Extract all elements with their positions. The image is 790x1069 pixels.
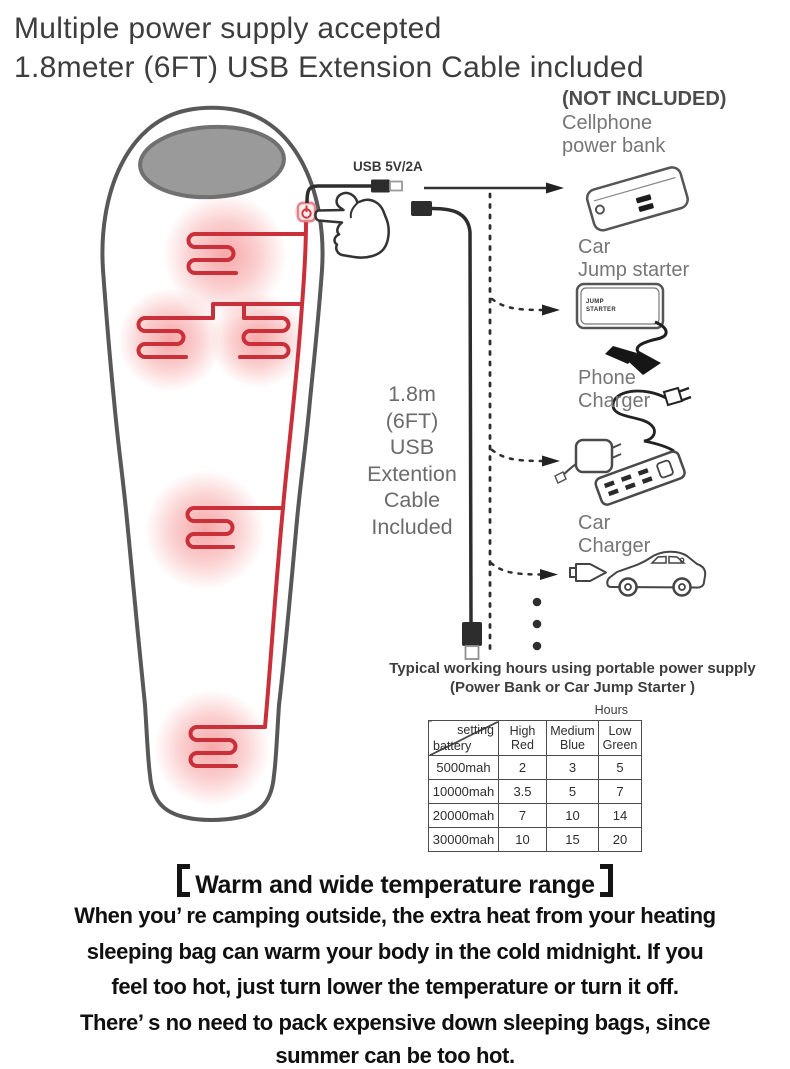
car-charger-label-line1: Car bbox=[578, 512, 611, 534]
car-charger-label: Car Charger bbox=[578, 512, 650, 558]
description-line: There’ s no need to pack expensive down … bbox=[79, 1009, 711, 1035]
wire-row2 bbox=[211, 302, 304, 320]
working-hours-table: setting battery High Red Medium Blue Low… bbox=[428, 720, 642, 852]
wall-adapter-icon bbox=[554, 438, 622, 485]
car-charger-plug-icon bbox=[569, 563, 607, 582]
heating-element-3 bbox=[185, 506, 285, 549]
page-title-line1: Multiple power supply accepted bbox=[14, 12, 442, 45]
table-row: 10000mah 3.5 5 7 bbox=[428, 779, 642, 804]
hood-opening bbox=[138, 124, 286, 200]
car-charger-label-line2: Charger bbox=[578, 535, 651, 557]
battery-cell: 5000mah bbox=[428, 755, 499, 780]
table-header-row: setting battery High Red Medium Blue Low… bbox=[428, 720, 642, 756]
cable-note-line: (6FT) bbox=[385, 408, 439, 433]
feature-heading: Warm and wide temperature range bbox=[0, 864, 790, 900]
usb-power-label: USB 5V/2A bbox=[353, 159, 423, 174]
jump-starter-text-line2: STARTER bbox=[586, 307, 616, 313]
feature-heading-text: Warm and wide temperature range bbox=[195, 871, 595, 899]
table-row: 20000mah 7 10 14 bbox=[428, 803, 642, 828]
heating-element-2a bbox=[136, 316, 215, 359]
value-cell: 3 bbox=[546, 755, 599, 780]
jump-starter-text-line1: JUMP bbox=[586, 299, 604, 305]
corner-setting-label: setting bbox=[457, 723, 494, 737]
arrow-to-power-bank bbox=[424, 182, 564, 194]
heating-element-4 bbox=[188, 725, 267, 768]
jump-starter-label-line1: Car bbox=[578, 236, 611, 258]
hours-axis-label: Hours bbox=[594, 703, 628, 717]
extension-cable-note: 1.8m (6FT) USB Extention Cable Included bbox=[356, 381, 468, 540]
wire-trunk bbox=[263, 219, 308, 729]
ellipsis-dots bbox=[532, 597, 542, 651]
battery-cell: 30000mah bbox=[428, 827, 499, 852]
lenticular-bracket-right bbox=[599, 864, 613, 897]
heat-glow-spots bbox=[118, 193, 306, 806]
value-cell: 2 bbox=[498, 755, 547, 780]
power-bank-label-line2: power bank bbox=[562, 135, 666, 157]
power-bank-label: Cellphone power bank bbox=[562, 112, 665, 158]
cable-note-line: Extention bbox=[367, 461, 457, 486]
cable-note-line: Cable bbox=[383, 488, 441, 512]
value-cell: 3.5 bbox=[498, 779, 547, 804]
value-cell: 20 bbox=[598, 827, 642, 852]
value-cell: 7 bbox=[598, 779, 642, 804]
heating-wire-circuit bbox=[136, 219, 308, 768]
arrow-to-phone-charger bbox=[542, 455, 560, 467]
description-line: When you’ re camping outside, the extra … bbox=[74, 903, 716, 928]
pointing-hand-icon bbox=[314, 191, 390, 259]
usb-connector-icon bbox=[371, 179, 390, 193]
corner-battery-label: battery bbox=[433, 739, 472, 753]
table-row: 30000mah 10 15 20 bbox=[428, 827, 642, 852]
battery-cell: 20000mah bbox=[428, 803, 499, 828]
lenticular-bracket-left bbox=[177, 864, 191, 897]
jump-starter-icon: JUMP STARTER bbox=[575, 282, 668, 375]
phone-charger-label-line1: Phone bbox=[578, 367, 636, 389]
not-included-label: (NOT INCLUDED) bbox=[562, 88, 727, 110]
cable-note-line: 1.8m bbox=[388, 382, 436, 406]
arrow-to-car-charger bbox=[540, 569, 558, 580]
value-cell: 10 bbox=[498, 827, 547, 852]
phone-charger-label: Phone Charger bbox=[578, 367, 650, 413]
jump-starter-label: Car Jump starter bbox=[578, 236, 689, 282]
power-button-icon bbox=[295, 200, 319, 224]
description-line: sleeping bag can warm your body in the c… bbox=[86, 938, 704, 964]
value-cell: 10 bbox=[546, 803, 599, 828]
bag-power-cable bbox=[305, 179, 403, 204]
column-header-medium-blue: Medium Blue bbox=[546, 720, 599, 756]
value-cell: 14 bbox=[598, 803, 642, 828]
car-icon bbox=[606, 550, 707, 597]
jump-starter-label-line2: Jump starter bbox=[578, 259, 690, 281]
table-row: 5000mah 2 3 5 bbox=[428, 755, 642, 780]
description-line: summer can be too hot. bbox=[275, 1043, 515, 1068]
power-bank-label-line1: Cellphone bbox=[562, 112, 653, 134]
value-cell: 15 bbox=[546, 827, 599, 852]
value-cell: 5 bbox=[598, 755, 642, 780]
column-header-low-green: Low Green bbox=[598, 720, 642, 756]
table-corner-cell: setting battery bbox=[428, 720, 499, 756]
power-strip-icon bbox=[594, 450, 686, 506]
arrow-to-jump-starter bbox=[542, 304, 560, 316]
value-cell: 7 bbox=[498, 803, 547, 828]
table-title-line2: (Power Bank or Car Jump Starter ) bbox=[449, 679, 696, 696]
page-title-line2: 1.8meter (6FT) USB Extension Cable inclu… bbox=[14, 51, 644, 84]
dashed-cable bbox=[488, 192, 544, 652]
cable-note-line: USB bbox=[389, 435, 435, 459]
cable-note-line: Included bbox=[371, 514, 453, 539]
battery-cell: 10000mah bbox=[428, 779, 499, 804]
power-bank-icon bbox=[585, 166, 689, 232]
sleeping-bag-illustration bbox=[100, 105, 325, 822]
phone-charger-icon bbox=[554, 386, 692, 506]
value-cell: 5 bbox=[546, 779, 599, 804]
phone-charger-label-line2: Charger bbox=[578, 390, 651, 412]
description-line: feel too hot, just turn lower the temper… bbox=[111, 974, 679, 999]
heating-element-1 bbox=[186, 232, 307, 275]
extension-cable bbox=[411, 201, 482, 660]
table-title-line1: Typical working hours using portable pow… bbox=[389, 660, 756, 677]
two-prong-plug-icon bbox=[662, 386, 692, 407]
heating-element-2b bbox=[238, 316, 291, 359]
usb-plug-icon bbox=[462, 622, 482, 660]
column-header-high-red: High Red bbox=[498, 720, 547, 756]
